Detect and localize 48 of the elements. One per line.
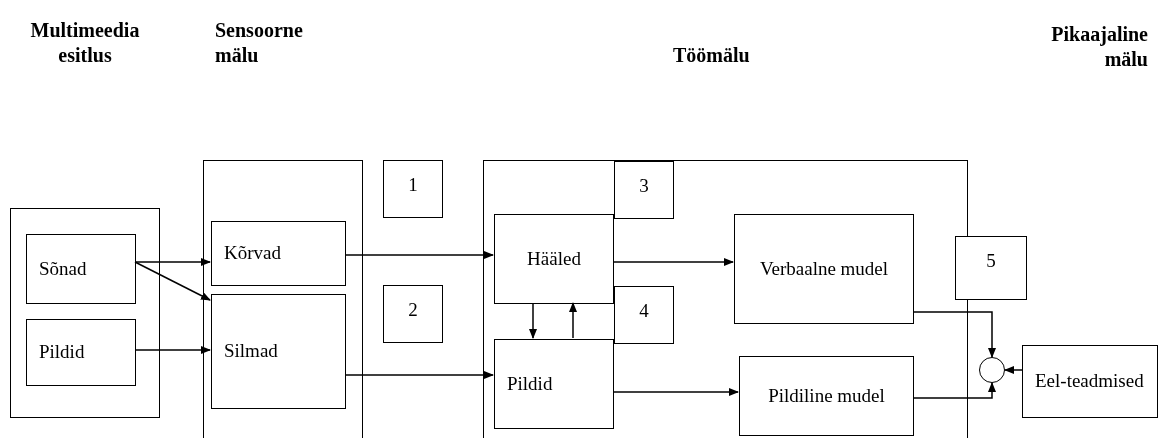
box-label: Eel-teadmised	[1035, 369, 1144, 394]
box-label: Pildiline mudel	[768, 383, 885, 408]
stage-heading: Multimeedia esitlus	[29, 18, 141, 68]
arrow	[134, 346, 211, 354]
process-box	[211, 221, 346, 286]
box-label: Silmad	[224, 339, 278, 364]
box-label: Verbaalne mudel	[759, 256, 889, 281]
process-box	[211, 294, 346, 409]
box-label: Sõnad	[39, 256, 87, 281]
arrow	[912, 382, 996, 399]
arrow	[612, 388, 739, 396]
process-box	[494, 339, 614, 429]
process-box	[734, 214, 914, 324]
stage-heading: Töömälu	[673, 43, 751, 68]
arrow	[529, 302, 537, 339]
memory-stage-panel	[203, 160, 363, 438]
step-number-box	[614, 161, 674, 219]
stage-heading: Pikaajaline mälu	[1050, 22, 1148, 72]
process-box	[494, 214, 614, 304]
arrow	[569, 302, 577, 339]
step-number: 4	[639, 299, 649, 323]
step-number: 5	[986, 249, 996, 273]
arrow	[612, 258, 734, 266]
junction-circle	[979, 357, 1005, 383]
box-label: Pildid	[507, 371, 553, 396]
process-box	[26, 234, 136, 304]
box-label: Pildid	[39, 340, 85, 365]
step-number-box	[383, 285, 443, 343]
arrow	[912, 311, 996, 358]
stage-heading: Sensoorne mälu	[215, 18, 304, 68]
memory-stage-panel	[483, 160, 968, 438]
memory-stage-panel	[10, 208, 160, 418]
process-box	[26, 319, 136, 386]
box-label: Kõrvad	[224, 241, 281, 266]
step-number-box	[383, 160, 443, 218]
step-number-box	[614, 286, 674, 344]
arrow	[344, 371, 494, 379]
arrow	[1004, 366, 1023, 374]
step-number: 2	[408, 298, 418, 322]
process-box	[739, 356, 914, 436]
step-number-box	[955, 236, 1027, 300]
box-label: Hääled	[527, 246, 581, 271]
process-box	[1022, 345, 1158, 418]
step-number: 3	[639, 174, 649, 198]
step-number: 1	[408, 173, 418, 197]
arrow	[134, 261, 211, 301]
arrow	[134, 258, 211, 266]
arrow	[344, 251, 494, 259]
